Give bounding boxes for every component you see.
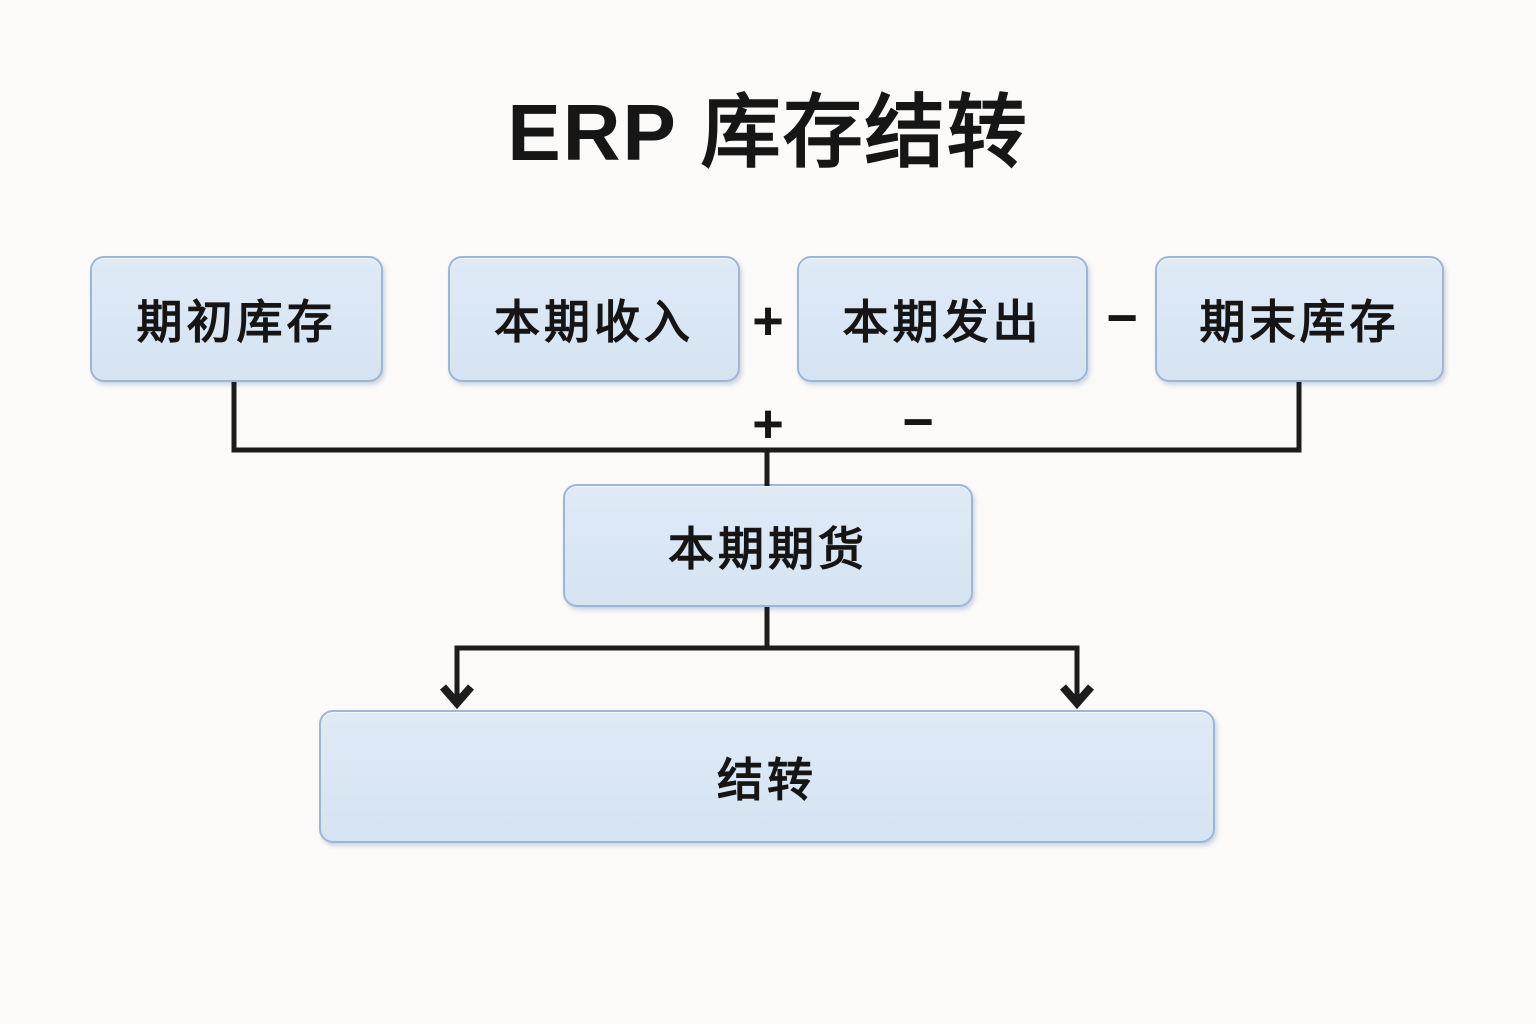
- node-ending-inventory-label: 期末库存: [1199, 296, 1400, 348]
- left-arrowhead-icon: [439, 684, 475, 710]
- minus-operator-row1: −: [1106, 288, 1138, 348]
- node-current-period-label: 本期期货: [668, 522, 868, 575]
- right-arrowhead-icon: [1059, 684, 1095, 710]
- minus-operator-row2: −: [902, 392, 934, 452]
- plus-operator-row2: +: [752, 394, 784, 454]
- node-current-period: 本期期货: [563, 484, 973, 607]
- node-ending-inventory: 期末库存: [1155, 256, 1444, 382]
- node-beginning-inventory-label: 期初库存: [136, 296, 337, 348]
- plus-operator-row1: +: [752, 291, 784, 351]
- node-current-issues-label: 本期发出: [842, 296, 1043, 348]
- node-carryover: 结转: [319, 710, 1215, 843]
- node-current-issues: 本期发出: [797, 256, 1088, 382]
- node-beginning-inventory: 期初库存: [90, 256, 383, 382]
- node-carryover-label: 结转: [717, 753, 817, 806]
- node-current-receipts: 本期收入: [448, 256, 740, 382]
- diagram-title: ERP 库存结转: [507, 88, 1029, 177]
- node-current-receipts-label: 本期收入: [494, 296, 694, 348]
